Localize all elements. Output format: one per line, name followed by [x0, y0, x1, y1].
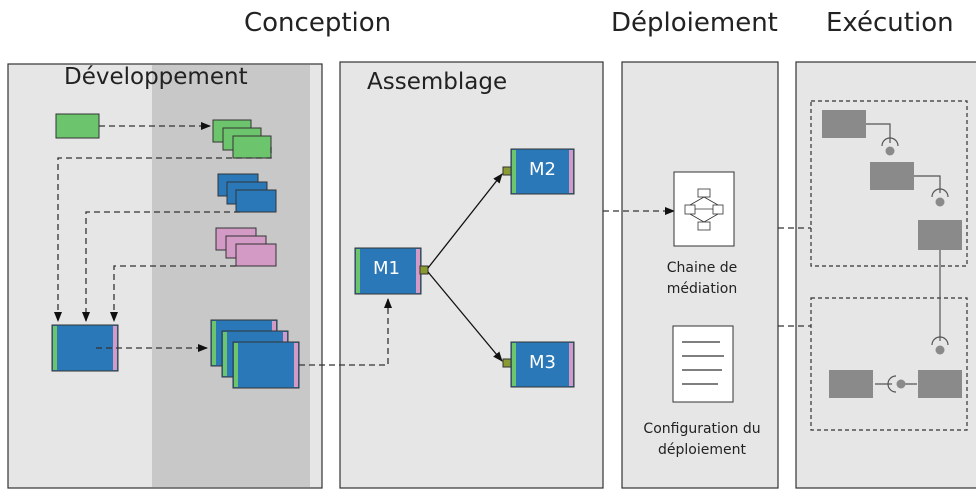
m1-port — [419, 265, 429, 275]
arrow-m1-to-m2 — [427, 173, 503, 269]
assemblage-label: Assemblage — [367, 69, 508, 95]
arrow-green-stack-to-module — [54, 147, 272, 322]
developpement-label: Développement — [64, 64, 248, 90]
m2-label: M2 — [529, 159, 556, 180]
m3-label: M3 — [529, 352, 556, 373]
execution-blocks — [822, 110, 962, 398]
pink-component-stack — [215, 227, 277, 267]
blue-component-stack — [217, 173, 277, 213]
configuration-label: Configuration du déploiement — [643, 421, 761, 458]
arrow-blue-stack-to-module — [82, 211, 240, 322]
execution-components — [866, 123, 949, 393]
deploiement-title: Déploiement — [611, 8, 778, 38]
deploiement-panel — [621, 61, 779, 489]
module-m3 — [502, 341, 575, 388]
arrow-stack-to-m1 — [299, 298, 392, 366]
mediation-chain-icon — [673, 171, 735, 247]
execution-node-bottom — [810, 297, 968, 431]
mediation-chain-label: Chaine de médiation — [666, 260, 738, 297]
green-component-stack — [212, 119, 272, 159]
module-m1 — [354, 247, 429, 295]
arrow-pink-stack-to-module — [110, 265, 236, 322]
green-component — [55, 113, 100, 139]
m1-label: M1 — [373, 258, 400, 279]
conception-title: Conception — [244, 8, 392, 38]
m2-port — [502, 166, 512, 176]
arrow-m1-to-m3 — [427, 271, 503, 362]
configuration-document-icon — [672, 325, 734, 403]
module-m2 — [502, 148, 575, 195]
m3-port — [502, 358, 512, 368]
composite-module-stack — [210, 319, 300, 389]
execution-title: Exécution — [826, 8, 954, 38]
